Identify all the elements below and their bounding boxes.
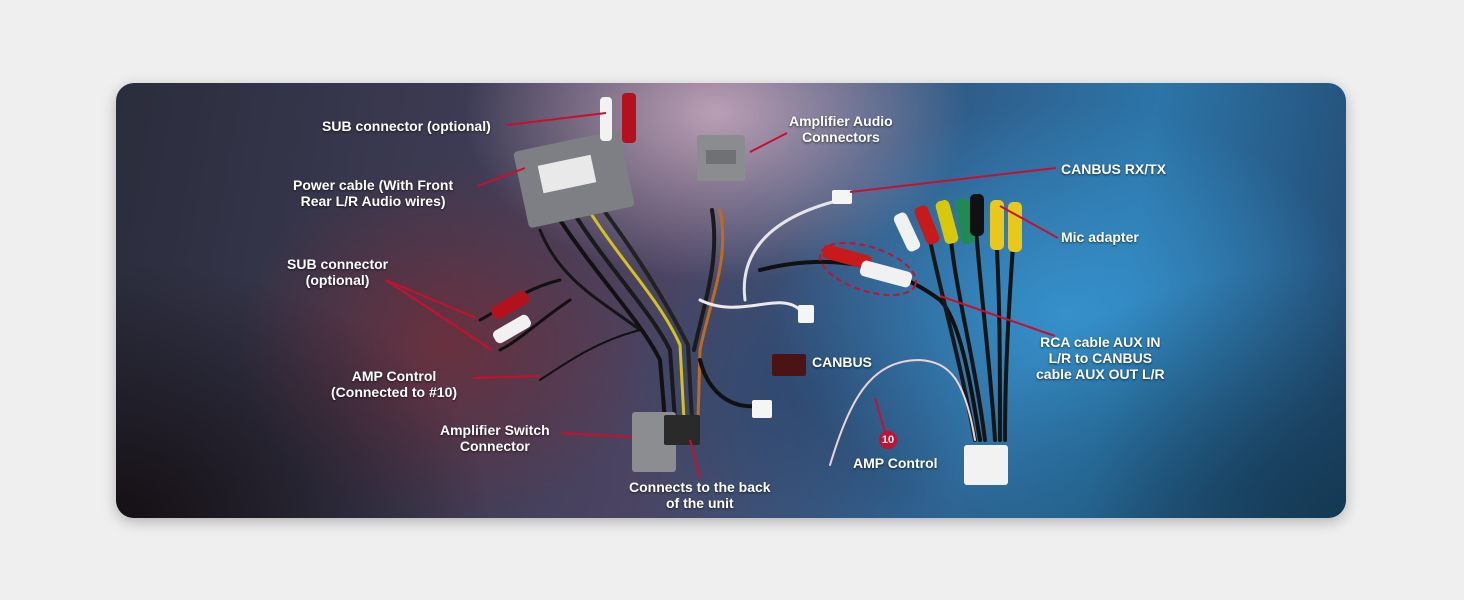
rca-plugs — [491, 93, 1022, 344]
label-sub-connector-left: SUB connector (optional) — [287, 256, 389, 288]
label-amp-control-right: AMP Control — [853, 455, 938, 471]
label-connects-back: Connects to the back of the unit — [629, 479, 771, 511]
vignette-bottom-right — [946, 258, 1346, 518]
label-sub-connector-top: SUB connector (optional) — [322, 118, 491, 134]
label-amplifier-audio: Amplifier Audio Connectors — [789, 113, 893, 145]
vignette-bottom-left — [116, 258, 496, 518]
callout-lines — [385, 112, 1059, 479]
label-amp-control-left: AMP Control (Connected to #10) — [331, 368, 458, 400]
number-badge: 10 — [879, 431, 897, 449]
label-canbus-rxtx: CANBUS RX/TX — [1061, 161, 1167, 177]
label-mic-adapter: Mic adapter — [1061, 229, 1139, 245]
connectors — [513, 130, 1008, 485]
label-amplifier-switch: Amplifier Switch Connector — [440, 422, 550, 454]
label-canbus: CANBUS — [812, 354, 872, 370]
label-power-cable: Power cable (With Front Rear L/R Audio w… — [293, 177, 454, 209]
label-rca-cable: RCA cable AUX IN L/R to CANBUS cable AUX… — [1036, 334, 1165, 382]
